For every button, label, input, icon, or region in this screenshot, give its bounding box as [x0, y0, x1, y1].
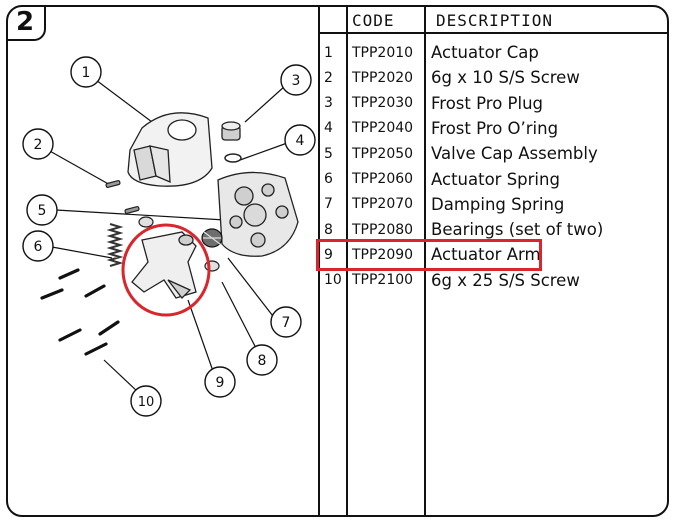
leader-line-6 — [51, 246, 113, 259]
sheet-frame — [6, 5, 669, 517]
row-number: 8 — [324, 221, 333, 238]
leader-line-7 — [227, 257, 277, 321]
part-description: Frost Pro Plug — [431, 93, 544, 113]
part-code: TPP2060 — [352, 171, 414, 187]
svg-text:5: 5 — [38, 203, 47, 219]
row-number: 3 — [324, 95, 333, 112]
leader-line-2 — [47, 149, 113, 187]
leader-line-9 — [187, 299, 215, 375]
leader-line-1 — [95, 79, 161, 129]
table-row: 9 TPP2090 Actuator Arm — [318, 242, 668, 267]
part-code: TPP2080 — [352, 221, 414, 238]
actuator-spring-part — [106, 223, 124, 267]
table-row: 1 TPP2010 Actuator Cap — [318, 40, 668, 65]
highlight-circle — [121, 223, 211, 317]
long-screws-part — [40, 268, 120, 356]
table-row: 10 TPP2100 6g x 25 S/S Screw — [318, 268, 668, 293]
callout-3: 3 — [280, 64, 312, 96]
leader-line-4 — [239, 141, 291, 161]
row-number: 5 — [324, 145, 333, 162]
part-code: TPP2100 — [352, 272, 414, 289]
row-number: 6 — [324, 171, 333, 187]
table-header-underline — [318, 32, 668, 34]
row-number: 1 — [324, 44, 333, 61]
callout-5: 5 — [26, 194, 58, 226]
svg-text:6: 6 — [34, 239, 43, 255]
part-code: TPP2020 — [352, 69, 414, 86]
damping-spring-part — [201, 228, 223, 248]
part-description: Bearings (set of two) — [431, 220, 604, 240]
row-number: 4 — [324, 120, 333, 137]
table-column-divider-code — [424, 6, 426, 516]
part-description: Damping Spring — [431, 194, 565, 214]
leader-line-8 — [221, 281, 259, 353]
callout-8: 8 — [246, 344, 278, 376]
part-code: TPP2010 — [352, 44, 414, 61]
row-number: 10 — [324, 272, 342, 289]
small-screws-part — [105, 179, 140, 215]
svg-text:9: 9 — [216, 375, 225, 391]
svg-text:7: 7 — [282, 315, 291, 331]
svg-text:4: 4 — [296, 133, 305, 149]
callout-10: 10 — [130, 385, 162, 417]
svg-text:10: 10 — [138, 395, 155, 410]
callout-9: 9 — [204, 366, 236, 398]
part-description: Actuator Cap — [431, 43, 539, 62]
svg-text:8: 8 — [258, 353, 267, 369]
table-row: 3 TPP2030 Frost Pro Plug — [318, 91, 668, 116]
highlighted-row-box — [316, 239, 542, 271]
part-description: Actuator Spring — [431, 169, 560, 189]
table-row: 8 TPP2080 Bearings (set of two) — [318, 217, 668, 242]
table-row: 5 TPP2050 Valve Cap Assembly — [318, 141, 668, 166]
row-number: 9 — [324, 246, 333, 263]
actuator-arm-part — [131, 231, 197, 299]
column-header-code: CODE — [352, 10, 395, 30]
part-description: 6g x 25 S/S Screw — [431, 270, 580, 290]
table-column-divider-num — [346, 6, 348, 516]
o-ring-part — [224, 153, 242, 163]
callout-2: 2 — [22, 128, 54, 160]
part-code: TPP2050 — [352, 145, 414, 162]
leader-line-5 — [55, 209, 226, 221]
section-number-badge: 2 — [6, 5, 46, 41]
table-row: 4 TPP2040 Frost Pro O’ring — [318, 116, 668, 141]
svg-text:3: 3 — [292, 73, 301, 89]
table-left-border — [318, 6, 320, 516]
row-number: 2 — [324, 69, 333, 86]
callout-1: 1 — [70, 56, 102, 88]
part-code: TPP2070 — [352, 196, 414, 213]
part-code: TPP2040 — [352, 120, 414, 137]
callout-4: 4 — [284, 124, 316, 156]
part-description: Valve Cap Assembly — [431, 144, 598, 164]
callout-7: 7 — [270, 306, 302, 338]
valve-cap-assembly-part — [217, 171, 299, 257]
part-description: Frost Pro O’ring — [431, 118, 559, 138]
part-code: TPP2090 — [352, 246, 414, 263]
leader-line-3 — [244, 85, 286, 123]
callout-6: 6 — [22, 230, 54, 262]
row-number: 7 — [324, 196, 333, 213]
leader-line-10 — [103, 359, 139, 393]
column-header-description: DESCRIPTION — [436, 10, 553, 30]
part-description: Actuator Arm — [431, 245, 541, 265]
table-row: 7 TPP2070 Damping Spring — [318, 192, 668, 217]
part-code: TPP2030 — [352, 95, 414, 112]
frost-pro-plug-part — [221, 121, 241, 141]
table-row: 6 TPP2060 Actuator Spring — [318, 167, 668, 192]
part-description: 6g x 10 S/S Screw — [431, 68, 580, 88]
actuator-cap-part — [127, 112, 213, 187]
svg-text:2: 2 — [34, 137, 43, 153]
table-row: 2 TPP2020 6g x 10 S/S Screw — [318, 65, 668, 90]
svg-text:1: 1 — [82, 65, 91, 81]
